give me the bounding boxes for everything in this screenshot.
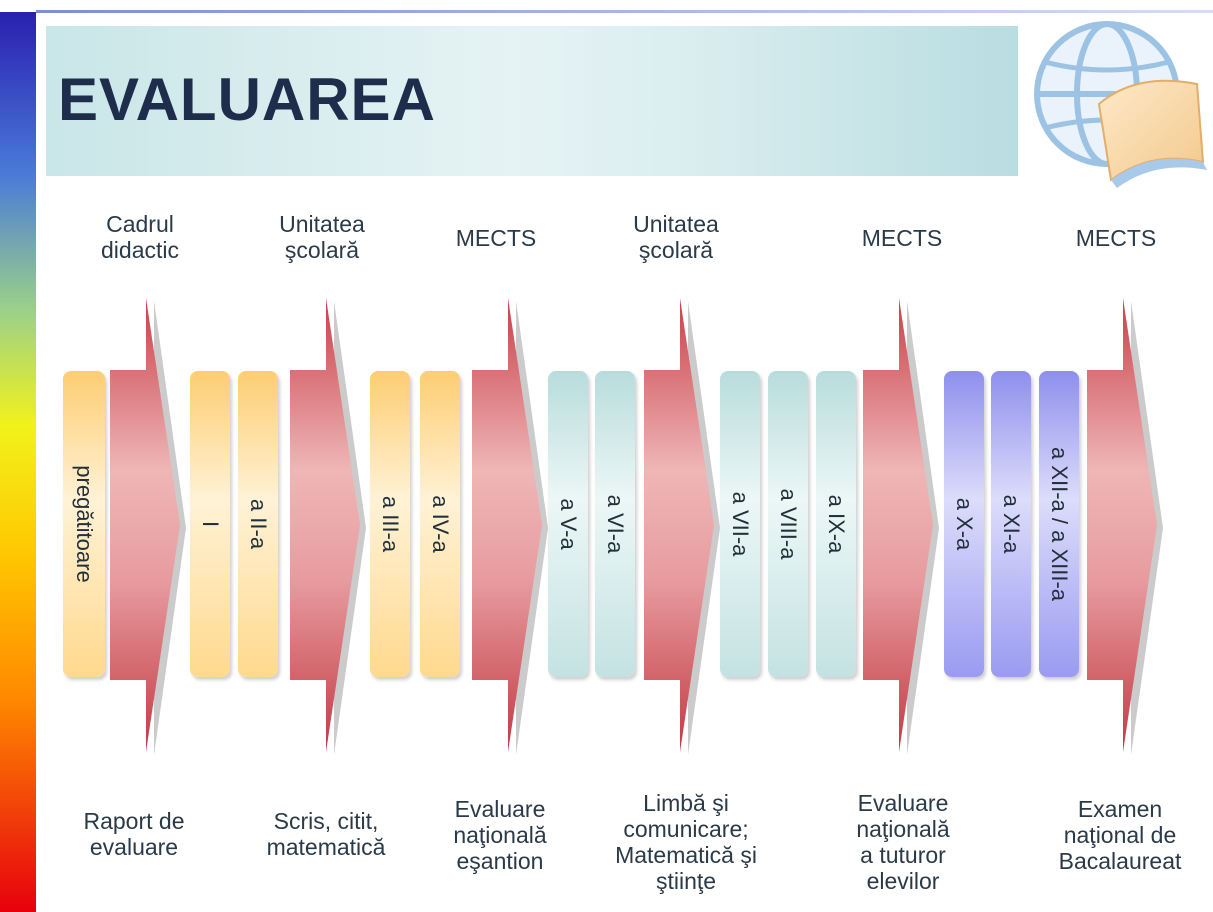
assessment-label: Raport de evaluare (83, 808, 185, 860)
stage-arrow-2 (290, 298, 366, 755)
evaluator-label: MECTS (1075, 225, 1157, 251)
grade-pill: a XII-a / a XIII-a (1039, 371, 1079, 677)
stage-arrow-6 (1087, 298, 1163, 755)
globe-book-icon (1034, 21, 1207, 188)
grade-label: a VI-a (603, 494, 628, 554)
globe-book-logo (1027, 12, 1213, 196)
grade-pill: a IX-a (816, 371, 856, 677)
grade-pill: a III-a (370, 371, 410, 677)
grade-pill: pregătitoare (63, 371, 105, 677)
evaluator-label: Unitatea şcolară (633, 211, 719, 263)
grade-label: I (198, 520, 223, 528)
grade-label: pregătitoare (72, 465, 97, 583)
assessment-label: Examen naţional de Bacalaureat (1058, 796, 1182, 874)
stage-arrow-1 (110, 298, 186, 755)
grade-label: a XI-a (999, 494, 1024, 554)
top-rule (36, 10, 1213, 13)
grade-label: a IX-a (824, 494, 849, 554)
rainbow-side-bar (0, 12, 36, 912)
evaluator-label: Cadrul didactic (101, 211, 179, 263)
grade-label: a XII-a / a XIII-a (1047, 446, 1072, 602)
assessment-label: Limbă şi comunicare; Matematică şi ştiin… (615, 790, 757, 894)
assessment-label: Scris, citit, matematică (266, 808, 386, 860)
grade-pill: a IV-a (420, 371, 460, 677)
stage-arrow-3 (472, 298, 548, 755)
grade-pill: a VIII-a (768, 371, 808, 677)
stage-arrow-4 (644, 298, 720, 755)
grade-label: a X-a (952, 497, 977, 551)
grade-label: a II-a (246, 498, 271, 550)
evaluator-label: Unitatea şcolară (279, 211, 365, 263)
grade-label: a VIII-a (776, 488, 801, 560)
grade-pill: I (190, 371, 230, 677)
grade-pill: a V-a (548, 371, 588, 677)
grade-pill: a II-a (238, 371, 278, 677)
grade-label: a III-a (378, 495, 403, 553)
grade-pill: a XI-a (991, 371, 1031, 677)
grade-pill: a VII-a (720, 371, 760, 677)
grade-label: a VII-a (728, 491, 753, 557)
assessment-label: Evaluare naţională a tuturor elevilor (856, 790, 950, 894)
grade-label: a IV-a (428, 495, 453, 553)
grade-label: a V-a (556, 498, 581, 550)
evaluator-label: MECTS (455, 225, 537, 251)
evaluator-label: MECTS (861, 225, 943, 251)
title-band (46, 26, 1018, 176)
slide-title: EVALUAREA (58, 66, 436, 133)
grade-pill: a X-a (944, 371, 984, 677)
stage-arrow-5 (863, 298, 939, 755)
assessment-label: Evaluare naţională eşantion (453, 796, 547, 874)
grade-pill: a VI-a (595, 371, 635, 677)
